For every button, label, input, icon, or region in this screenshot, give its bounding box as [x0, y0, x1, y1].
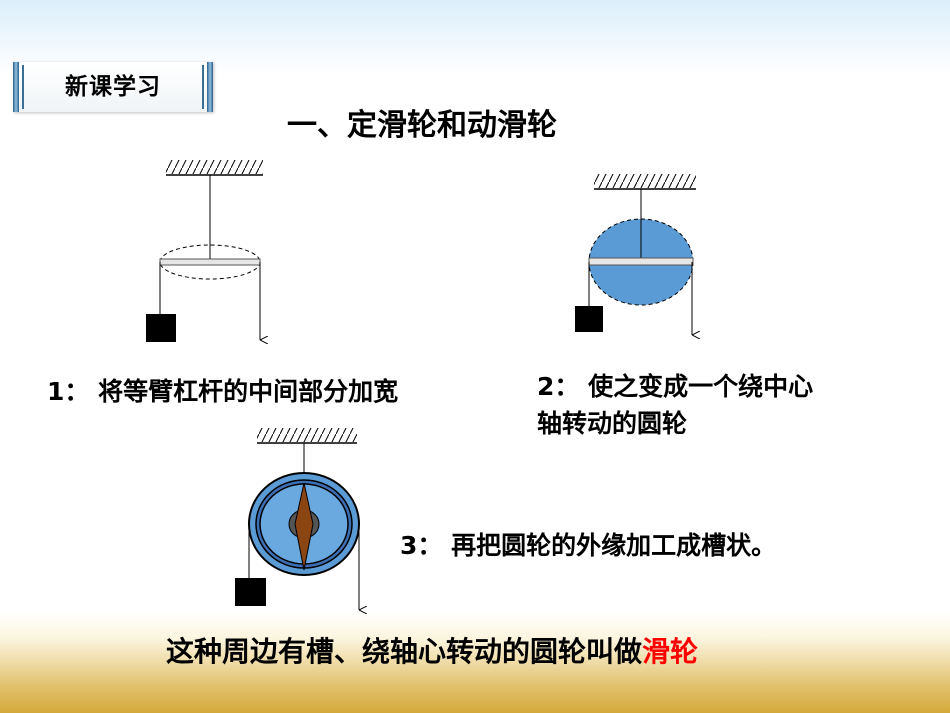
page-title: 一、定滑轮和动滑轮 [287, 108, 557, 143]
weight-block-2 [575, 306, 603, 332]
conclusion-text: 这种周边有槽、绕轴心转动的圆轮叫做 [166, 635, 643, 668]
caption-step-2-line-1: 2： 使之变成一个绕中心 [537, 372, 814, 401]
caption-step-3: 3： 再把圆轮的外缘加工成槽状。 [400, 531, 777, 560]
badge-left-inner-bar [22, 65, 24, 109]
wheel-bar [588, 257, 694, 266]
ceiling-hatch-2 [594, 174, 696, 188]
pulley-axle-bracket [294, 482, 314, 571]
figure-pulley [235, 428, 359, 610]
conclusion-highlight: 滑轮 [642, 635, 699, 668]
lever-bar [159, 258, 261, 266]
badge-left-bar [13, 62, 19, 112]
figure-lever [146, 160, 263, 342]
caption-step-2-line-2: 轴转动的圆轮 [537, 409, 688, 438]
badge-right-bar [207, 62, 213, 112]
badge-right-inner-bar [202, 65, 204, 109]
caption-step-2: 2： 使之变成一个绕中心 轴转动的圆轮 [537, 368, 813, 442]
ceiling-hatch-1 [166, 160, 263, 174]
weight-block-3 [235, 578, 266, 606]
caption-step-1: 1： 将等臂杠杆的中间部分加宽 [47, 377, 399, 406]
section-badge: 新课学习 [13, 62, 213, 112]
ceiling-hatch-3 [257, 428, 357, 442]
conclusion-sentence: 这种周边有槽、绕轴心转动的圆轮叫做滑轮 [166, 630, 698, 670]
weight-block-1 [146, 314, 176, 342]
badge-label: 新课学习 [65, 74, 161, 100]
figure-wheel [575, 174, 696, 335]
